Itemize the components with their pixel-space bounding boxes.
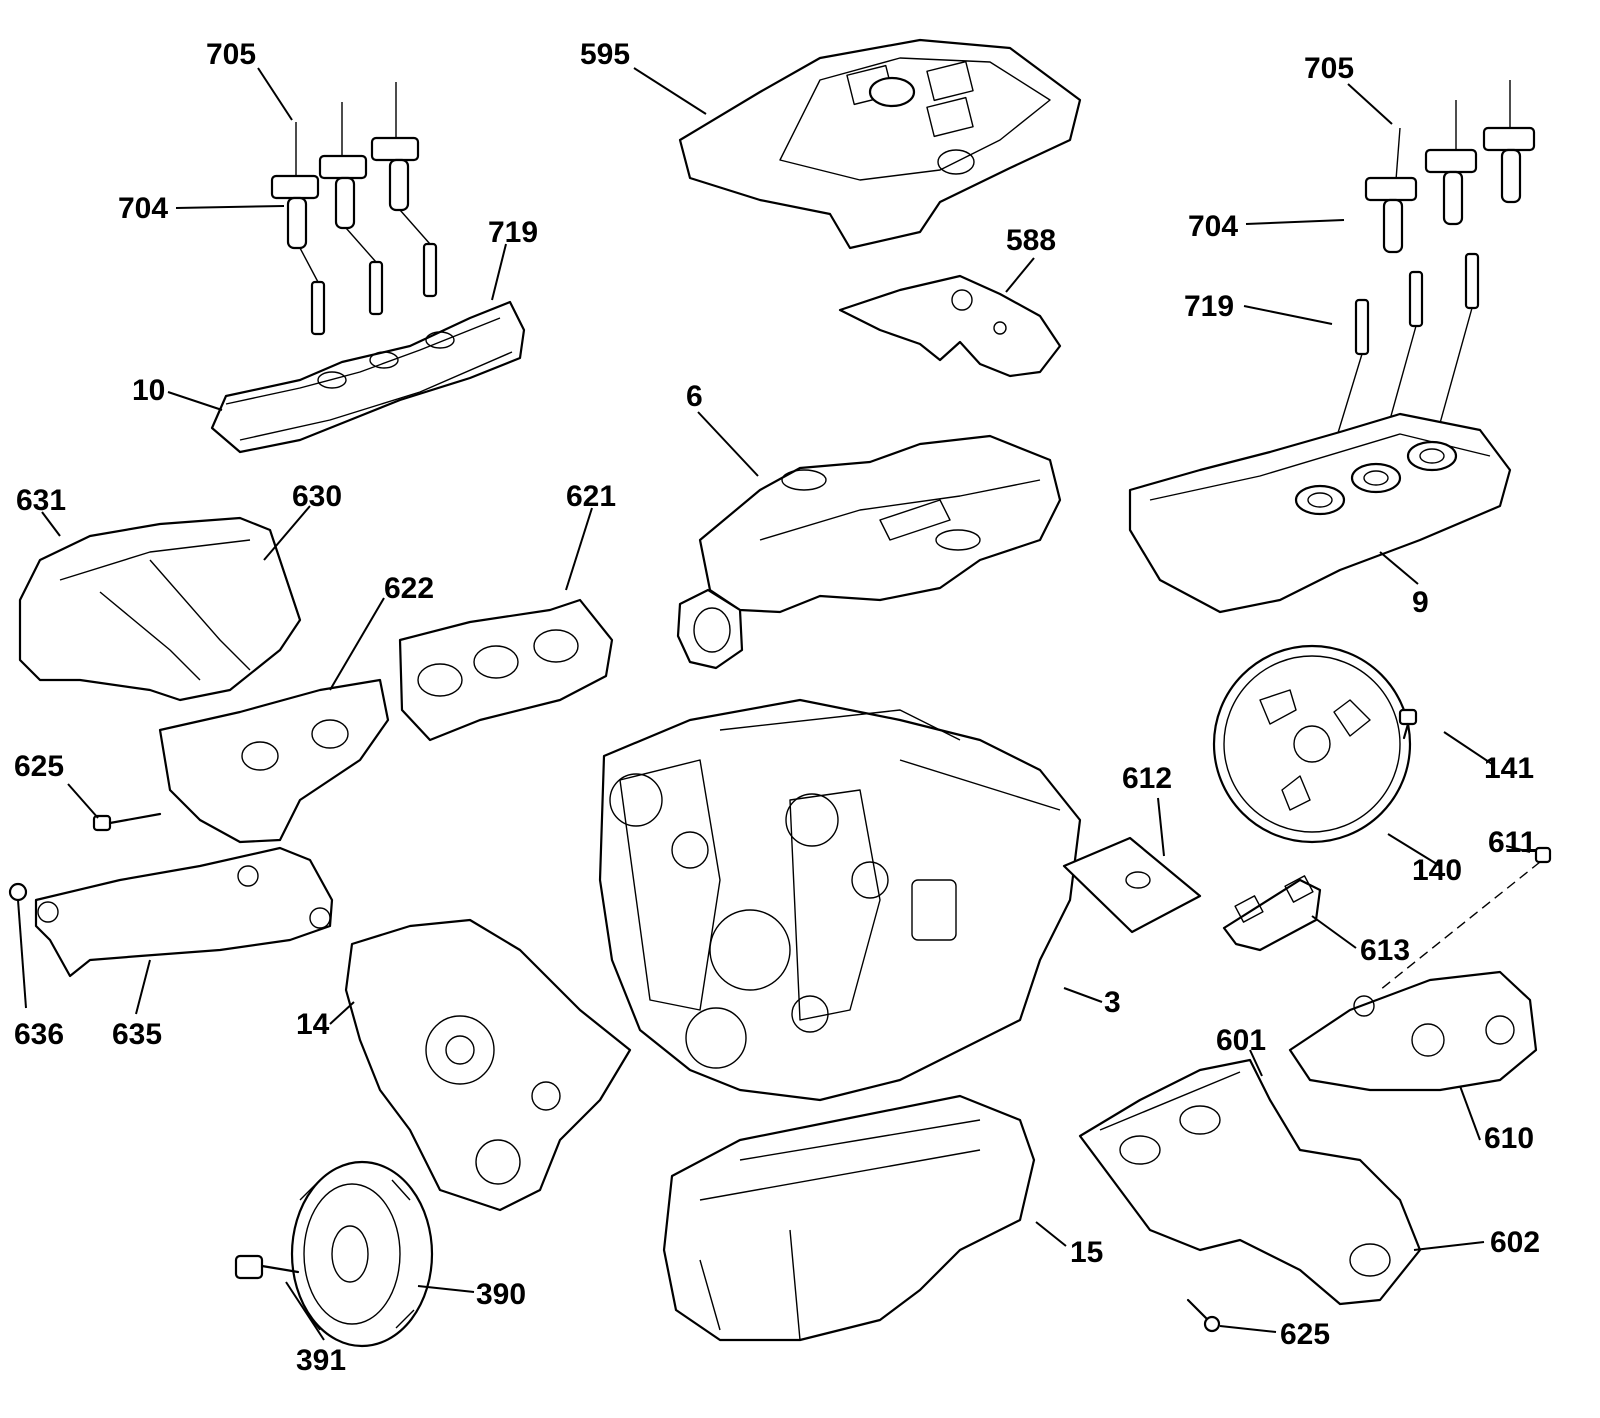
callout-705-left: 705 <box>206 38 256 71</box>
callout-15: 15 <box>1070 1236 1103 1269</box>
callout-719-right: 719 <box>1184 290 1234 323</box>
bolt-141 <box>1398 708 1418 740</box>
left-camshaft-cover <box>210 300 526 454</box>
callout-602: 602 <box>1490 1226 1540 1259</box>
callout-625-right: 625 <box>1280 1318 1330 1351</box>
callout-621: 621 <box>566 480 616 513</box>
manifold-bracket <box>838 274 1062 378</box>
callout-3: 3 <box>1104 986 1121 1019</box>
callout-630: 630 <box>292 480 342 513</box>
engine-front-cover <box>344 918 632 1212</box>
bolt-625-left <box>92 812 162 832</box>
bolt-611 <box>1379 846 1552 991</box>
callout-10: 10 <box>132 374 165 407</box>
bracket-613 <box>1222 875 1322 952</box>
exhaust-manifold-gasket <box>398 598 614 742</box>
callout-391: 391 <box>296 1344 346 1377</box>
callout-588: 588 <box>1006 224 1056 257</box>
bolt-391 <box>234 1254 300 1280</box>
flexplate <box>1212 644 1412 844</box>
intake-manifold <box>676 434 1062 670</box>
plate-612 <box>1062 836 1202 934</box>
crankshaft-balancer <box>290 1160 434 1348</box>
heat-shield-635 <box>34 846 334 978</box>
callout-141: 141 <box>1484 752 1534 785</box>
callout-704-right: 704 <box>1188 210 1238 243</box>
callout-635: 635 <box>112 1018 162 1051</box>
callout-611: 611 <box>1488 826 1536 859</box>
callout-719-left: 719 <box>488 216 538 249</box>
engine-block-assembly <box>598 698 1082 1102</box>
callout-636: 636 <box>14 1018 64 1051</box>
callout-622: 622 <box>384 572 434 605</box>
callout-6: 6 <box>686 380 703 413</box>
right-camshaft-cover <box>1128 412 1512 614</box>
callout-14: 14 <box>296 1008 330 1041</box>
leader-lines <box>41 67 1531 1341</box>
right-ignition-coils <box>1319 80 1536 493</box>
callout-613: 613 <box>1360 934 1410 967</box>
exhaust-heat-shield-left <box>18 516 302 702</box>
callout-705-right: 705 <box>1304 52 1354 85</box>
exhaust-manifold-right <box>1078 1058 1422 1306</box>
callout-704-left: 704 <box>118 192 168 225</box>
callout-612: 612 <box>1122 762 1172 795</box>
engine-sight-shield <box>678 38 1082 250</box>
nut-636 <box>8 882 28 1009</box>
callout-631: 631 <box>16 484 66 517</box>
callout-595: 595 <box>580 38 630 71</box>
callout-390: 390 <box>476 1278 526 1311</box>
left-ignition-coils <box>270 82 438 336</box>
exhaust-heat-shield-right <box>1288 970 1538 1092</box>
callout-labels: 705 704 719 10 595 588 6 705 704 719 9 6… <box>14 38 1540 1377</box>
callout-140: 140 <box>1412 854 1462 887</box>
oil-pan <box>662 1094 1036 1342</box>
callout-9: 9 <box>1412 586 1429 619</box>
callout-610: 610 <box>1484 1122 1534 1155</box>
exhaust-manifold-left <box>158 678 390 844</box>
bolt-625-right <box>1186 1298 1221 1333</box>
callout-625-left: 625 <box>14 750 64 783</box>
callout-601: 601 <box>1216 1024 1266 1057</box>
